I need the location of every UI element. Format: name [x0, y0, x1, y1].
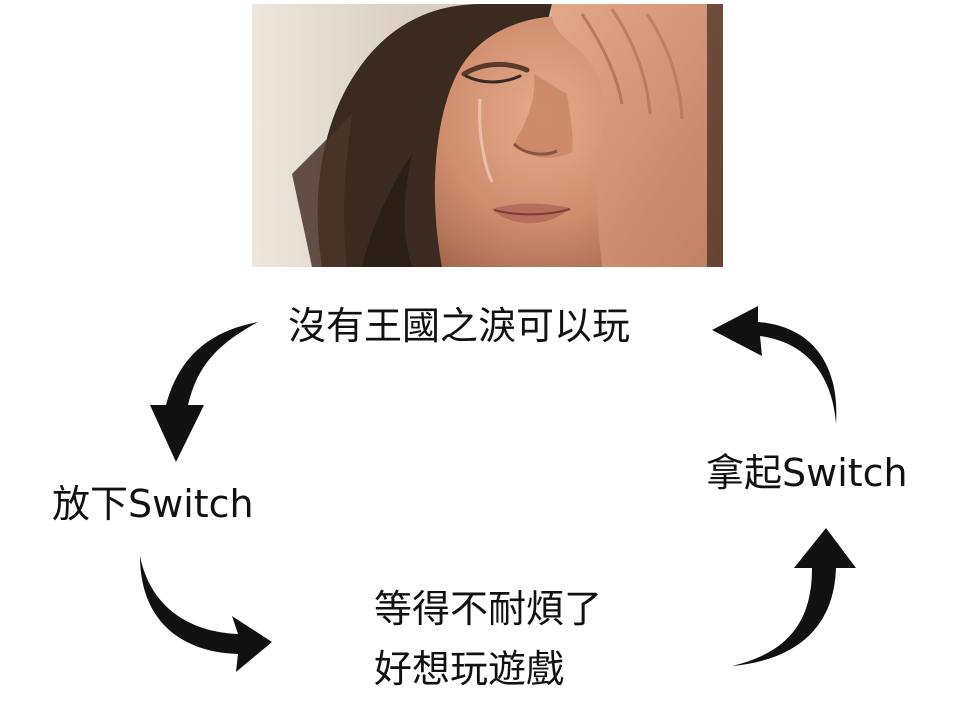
arrow-bottom-right — [732, 528, 856, 666]
crying-woman-photo — [252, 4, 723, 267]
label-want-to-play: 好想玩遊戲 — [374, 647, 565, 691]
label-pick-up-switch: 拿起Switch — [706, 451, 908, 495]
label-no-game-to-play: 沒有王國之淚可以玩 — [288, 304, 631, 348]
arrow-top-right — [712, 306, 837, 424]
arrow-top-left — [150, 322, 258, 462]
label-impatient: 等得不耐煩了 — [374, 587, 603, 631]
arrow-bottom-left — [140, 556, 272, 672]
label-put-down-switch: 放下Switch — [52, 482, 254, 526]
